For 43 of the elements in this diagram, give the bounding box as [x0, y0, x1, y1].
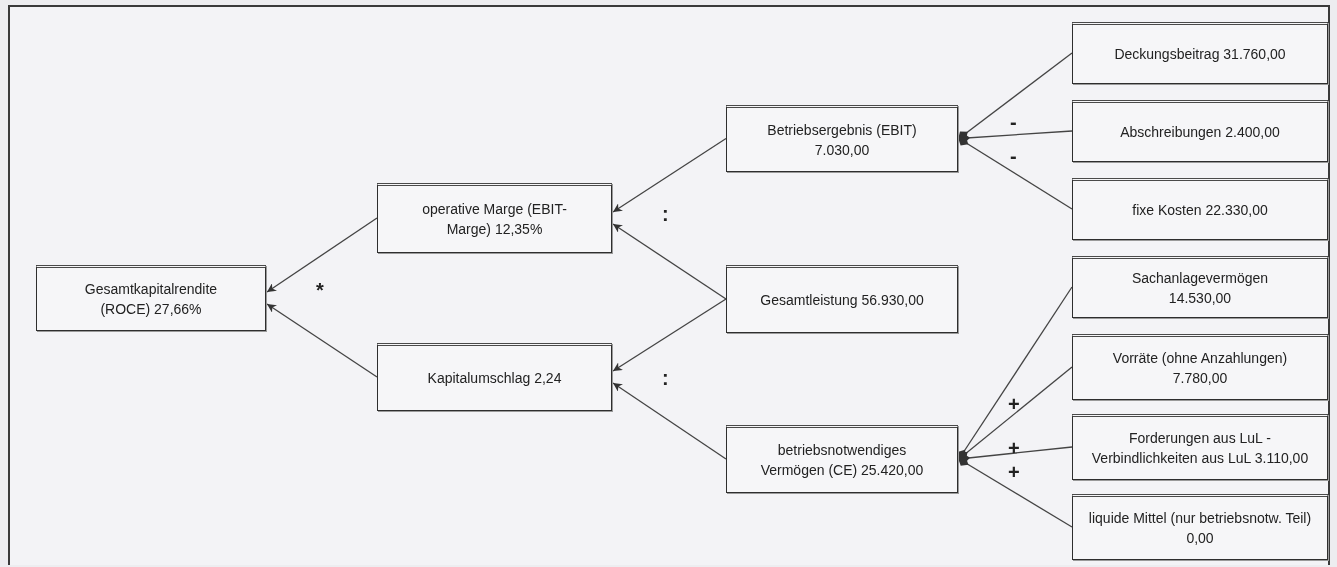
metric-text: Vorräte (ohne Anzahlungen) 7.780,00 [1111, 349, 1289, 388]
metric-box [1072, 100, 1328, 162]
metric-box [377, 343, 612, 411]
connector-line [958, 136, 1073, 210]
metric-box [1072, 178, 1328, 240]
metric-box [1072, 494, 1328, 560]
metric-box [726, 265, 958, 333]
metric-text: betriebsnotwendiges Vermögen (CE) 25.420,00 [759, 441, 925, 480]
metric-box [726, 425, 958, 493]
metric-text: fixe Kosten 22.330,00 [1131, 201, 1269, 220]
arrow [266, 303, 378, 378]
metric-text: operative Marge (EBIT-Marge) 12,35% [421, 200, 568, 239]
arrow [612, 137, 727, 213]
connector-line [958, 52, 1073, 140]
operator-sign: - [1010, 146, 1017, 166]
metric-text: Kapitalumschlag 2,24 [426, 369, 563, 388]
metric-box [726, 105, 958, 172]
arrow [266, 217, 378, 293]
metric-text: Gesamtleistung 56.930,00 [759, 291, 925, 310]
operator-sign: : [662, 368, 669, 388]
arrow [612, 382, 727, 460]
operator-sign: + [1008, 394, 1020, 414]
metric-box [1072, 414, 1328, 480]
operator-sign: - [1010, 112, 1017, 132]
arrow [612, 298, 727, 372]
metric-box [377, 183, 612, 253]
operator-sign: : [662, 204, 669, 224]
metric-box [1072, 334, 1328, 400]
metric-text: Sachanlagevermögen 14.530,00 [1130, 269, 1270, 308]
operator-sign: + [1008, 438, 1020, 458]
metric-text: Betriebsergebnis (EBIT) 7.030,00 [766, 120, 918, 160]
metric-box [1072, 256, 1328, 318]
metric-text: Deckungsbeitrag 31.760,00 [1113, 45, 1287, 64]
connector-line [958, 457, 1073, 528]
operator-sign: + [1008, 462, 1020, 482]
metric-box [1072, 22, 1328, 84]
arrow [612, 223, 727, 300]
metric-text: Gesamtkapitalrendite (ROCE) 27,66% [83, 280, 219, 319]
operator-sign: * [316, 280, 324, 300]
metric-text: Abschreibungen 2.400,00 [1119, 123, 1281, 142]
metric-text: Forderungen aus LuL - Verbindlichkeiten aus LuL 3.110,00 [1090, 429, 1310, 468]
metric-box [36, 265, 266, 331]
metric-text: liquide Mittel (nur betriebsnotw. Teil) 0,00 [1087, 509, 1313, 548]
